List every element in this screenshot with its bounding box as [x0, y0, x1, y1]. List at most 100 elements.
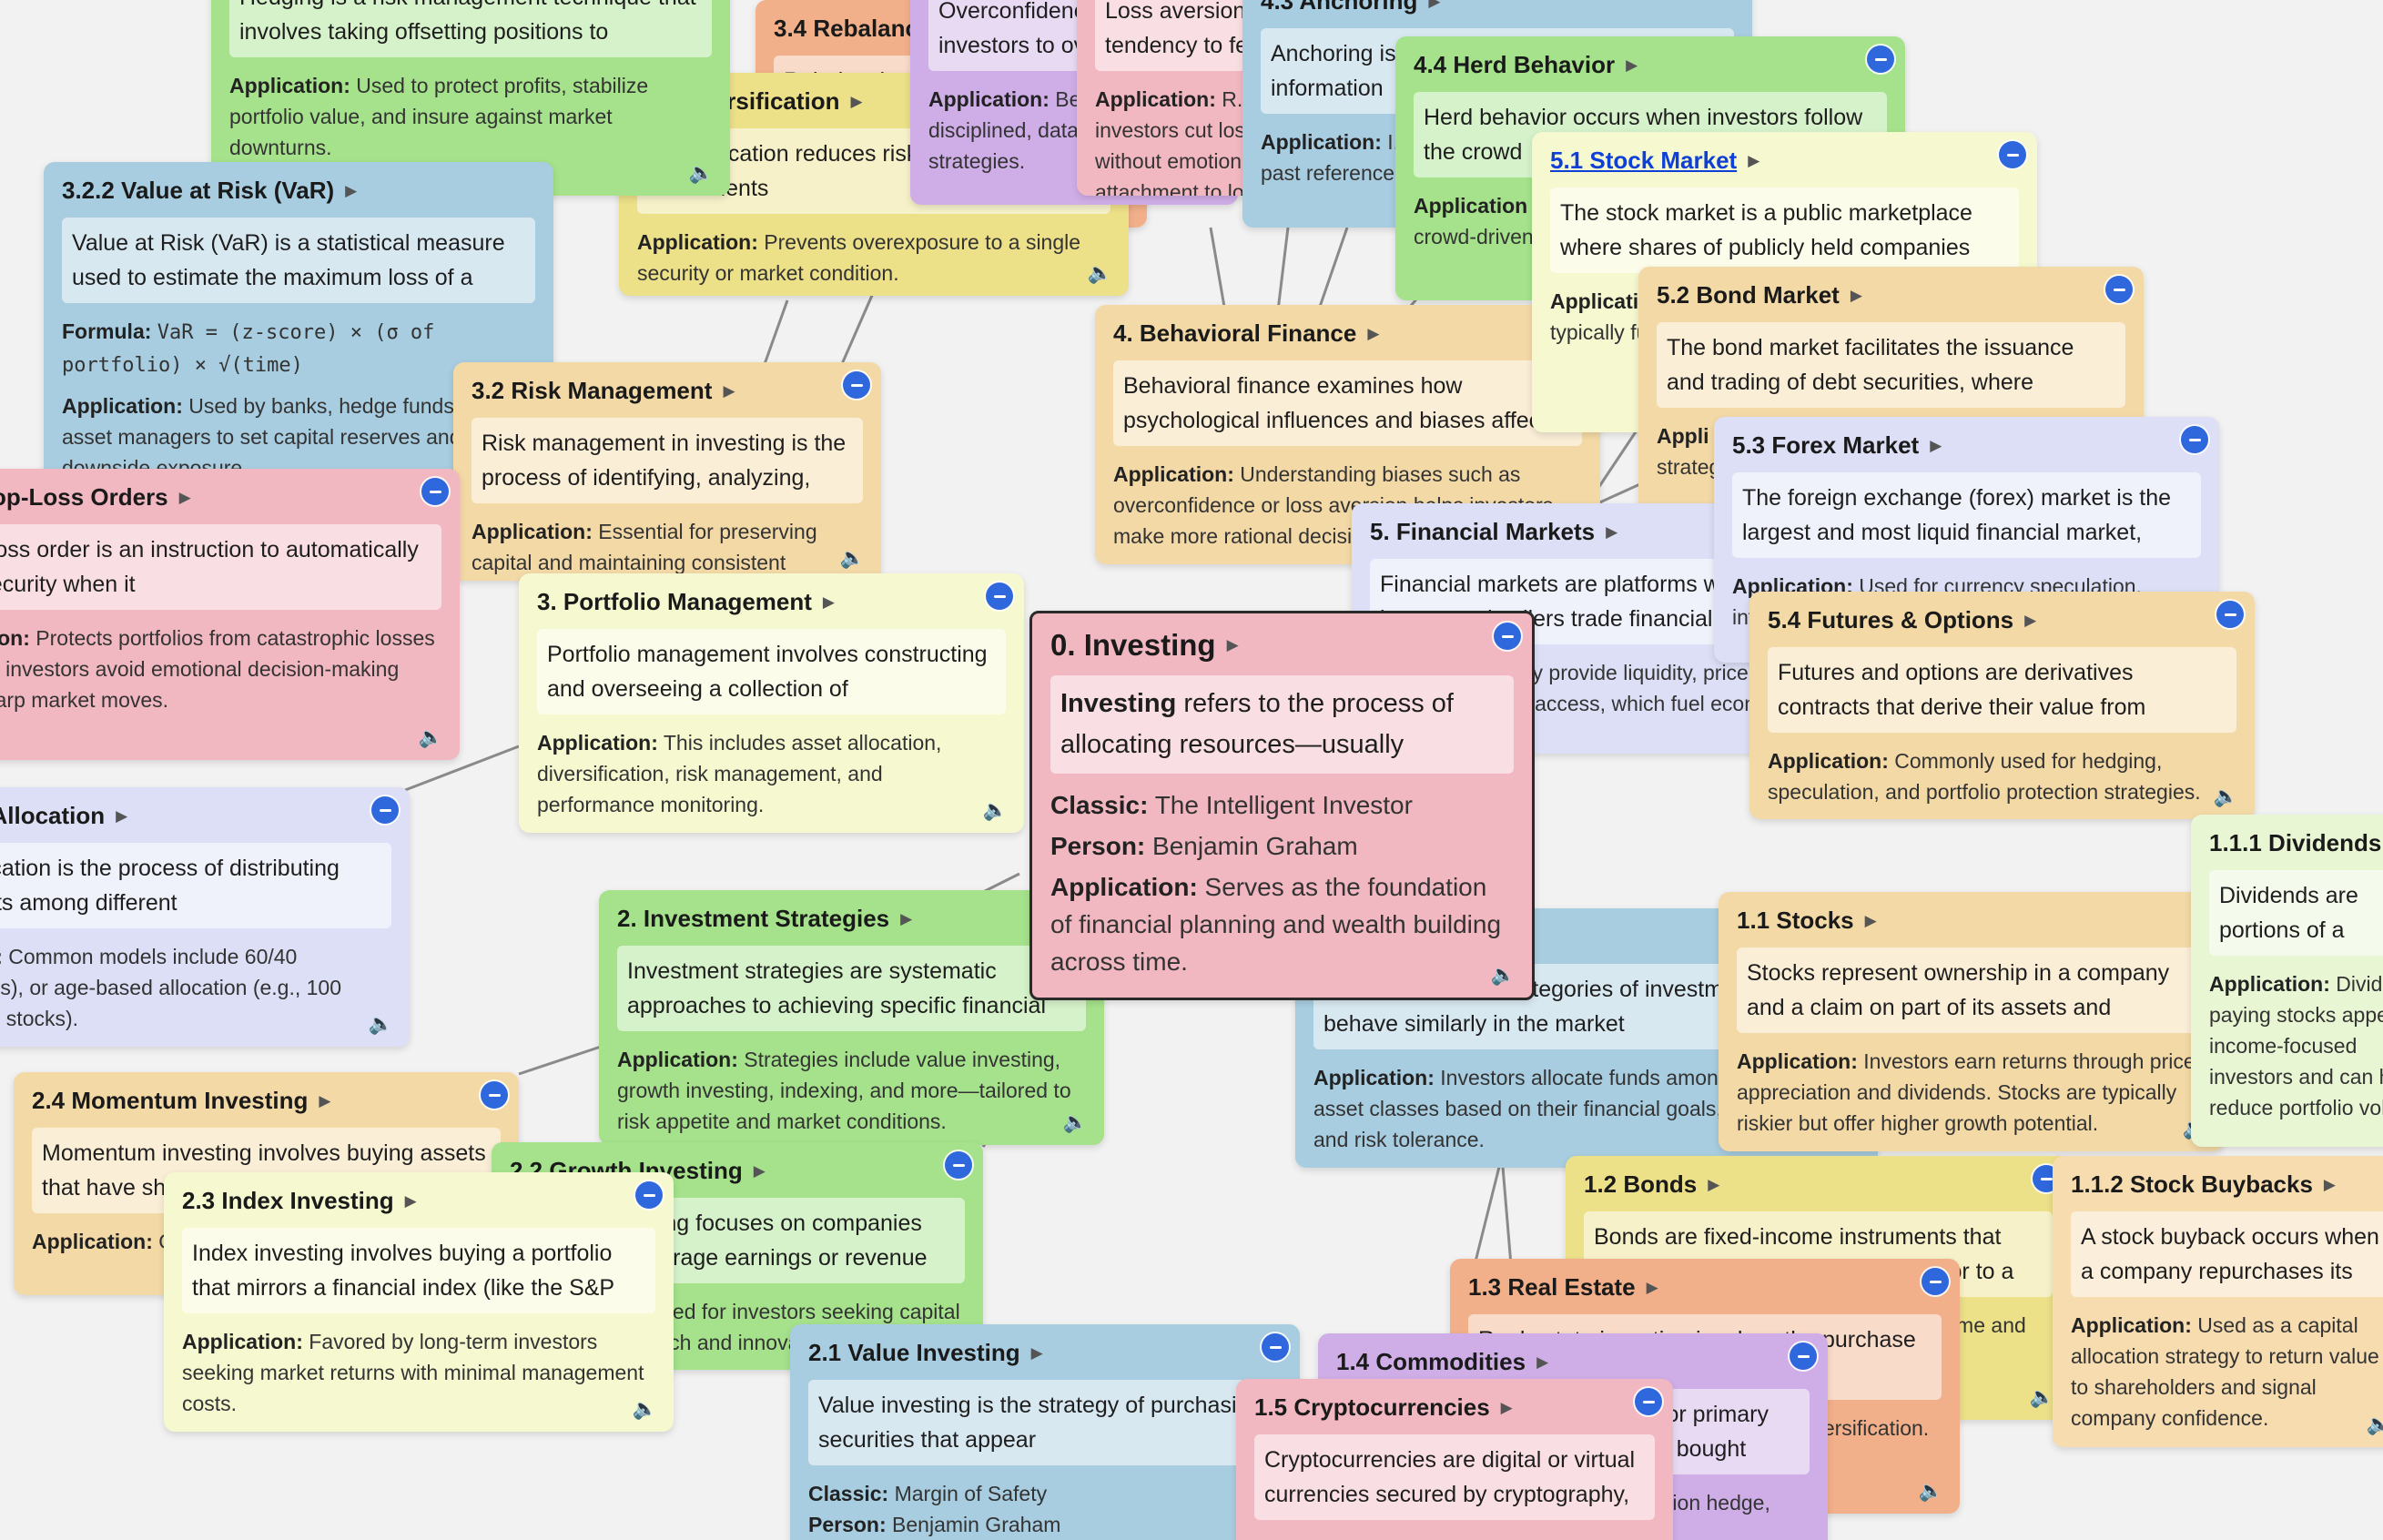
node-title: 2. Investment Strategies — [617, 905, 890, 932]
node-title: 1.2 Bonds — [1584, 1170, 1698, 1198]
collapse-button-icon[interactable] — [945, 1151, 972, 1179]
speaker-icon[interactable]: 🔈 — [368, 1012, 393, 1035]
node-card-asset-allocation[interactable]: 3.1 Asset Allocation▶Asset allocation is… — [0, 787, 410, 1047]
node-description-text: A stop-loss order is an instruction to a… — [0, 537, 419, 597]
collapse-button-icon[interactable] — [2105, 276, 2133, 303]
node-description-text: The stock market is a public marketplace… — [1560, 200, 1972, 260]
node-description: A stock buyback occurs when a company re… — [2071, 1211, 2383, 1297]
node-description-text: Index investing involves buying a portfo… — [192, 1241, 615, 1301]
node-card-behavioral-finance[interactable]: 4. Behavioral Finance▶Behavioral finance… — [1095, 305, 1600, 564]
expand-arrow-icon[interactable]: ▶ — [1864, 911, 1877, 929]
speaker-icon[interactable]: 🔈 — [1918, 1479, 1943, 1502]
speaker-icon[interactable]: 🔈 — [1062, 1110, 1088, 1133]
expand-arrow-icon[interactable]: ▶ — [1930, 436, 1942, 454]
node-card-stop-loss[interactable]: 3.2.1 Stop-Loss Orders▶ A stop-loss order… — [0, 469, 460, 760]
collapse-button-icon[interactable] — [1494, 623, 1521, 650]
collapse-button-icon[interactable] — [421, 478, 449, 505]
node-title-row: 3. Portfolio Management▶ — [537, 588, 1006, 616]
speaker-icon[interactable]: 🔈 — [632, 1397, 657, 1420]
speaker-icon[interactable]: 🔈 — [982, 798, 1008, 821]
node-info-line: Application: Used as a capital allocatio… — [2071, 1310, 2383, 1434]
speaker-icon[interactable]: 🔈 — [2366, 1413, 2383, 1435]
speaker-icon[interactable]: 🔈 — [1490, 963, 1516, 986]
node-card-investment-strategies[interactable]: 2. Investment Strategies▶Investment stra… — [599, 890, 1104, 1145]
node-card-value-investing[interactable]: 2.1 Value Investing▶Value investing is t… — [790, 1324, 1300, 1540]
collapse-button-icon[interactable] — [986, 583, 1013, 610]
node-card-investing[interactable]: 0. Investing▶Investing refers to the pro… — [1029, 611, 1535, 1000]
collapse-button-icon[interactable] — [843, 371, 870, 399]
speaker-icon[interactable]: 🔈 — [2029, 1385, 2054, 1408]
speaker-icon[interactable]: 🔈 — [418, 725, 443, 748]
expand-arrow-icon[interactable]: ▶ — [1606, 522, 1618, 541]
expand-arrow-icon[interactable]: ▶ — [1646, 1278, 1658, 1296]
node-info-text: Essential for preserving capital and mai… — [472, 520, 817, 574]
speaker-icon[interactable]: 🔈 — [1087, 261, 1112, 284]
collapse-button-icon[interactable] — [371, 796, 399, 824]
collapse-button-icon[interactable] — [635, 1181, 663, 1209]
expand-arrow-icon[interactable]: ▶ — [345, 181, 358, 199]
node-description: Value investing is the strategy of purch… — [808, 1380, 1282, 1465]
node-info-label: Application: — [1095, 87, 1216, 111]
speaker-icon[interactable]: 🔈 — [839, 546, 865, 569]
expand-arrow-icon[interactable]: ▶ — [1748, 151, 1760, 169]
expand-arrow-icon[interactable]: ▶ — [116, 806, 128, 825]
expand-arrow-icon[interactable]: ▶ — [723, 381, 735, 400]
collapse-button-icon[interactable] — [2216, 601, 2244, 628]
node-title-row: 4.4 Herd Behavior▶ — [1414, 51, 1887, 79]
expand-arrow-icon[interactable]: ▶ — [2323, 1175, 2336, 1193]
collapse-button-icon[interactable] — [1867, 46, 1894, 73]
expand-arrow-icon[interactable]: ▶ — [1428, 0, 1441, 10]
node-info-line: Person: Benjamin Graham — [808, 1509, 1282, 1540]
expand-arrow-icon[interactable]: ▶ — [900, 909, 913, 927]
node-description: Cryptocurrencies are digital or virtual … — [1254, 1434, 1655, 1520]
expand-arrow-icon[interactable]: ▶ — [1708, 1175, 1720, 1193]
expand-arrow-icon[interactable]: ▶ — [1536, 1353, 1549, 1371]
node-description-text: Risk management in investing is the proc… — [482, 431, 847, 503]
node-card-risk-management[interactable]: 3.2 Risk Management▶Risk management in i… — [453, 362, 881, 581]
expand-arrow-icon[interactable]: ▶ — [1850, 286, 1862, 304]
expand-arrow-icon[interactable]: ▶ — [850, 92, 863, 110]
node-title-row: 2.4 Momentum Investing▶ — [32, 1087, 501, 1115]
collapse-button-icon[interactable] — [1790, 1342, 1817, 1370]
node-title[interactable]: 5.1 Stock Market — [1550, 147, 1738, 174]
node-info-line: Application: Essential for preserving ca… — [472, 516, 863, 581]
expand-arrow-icon[interactable]: ▶ — [753, 1161, 766, 1180]
collapse-button-icon[interactable] — [1262, 1333, 1289, 1361]
expand-arrow-icon[interactable]: ▶ — [1030, 1343, 1043, 1362]
node-info-label: Application: — [182, 1330, 303, 1353]
node-card-dividends[interactable]: 1.1.1 Dividends▶Dividends are portions o… — [2191, 815, 2383, 1147]
node-card-index-investing[interactable]: 2.3 Index Investing▶Index investing invo… — [164, 1172, 674, 1432]
node-card-futures-options[interactable]: 5.4 Futures & Options▶Futures and option… — [1749, 592, 2255, 819]
collapse-button-icon[interactable] — [481, 1081, 508, 1109]
node-card-cryptocurrencies[interactable]: 1.5 Cryptocurrencies▶Cryptocurrencies ar… — [1236, 1379, 1673, 1540]
collapse-button-icon[interactable] — [1922, 1268, 1949, 1295]
node-info-text: Used to protect profits, stabilize portf… — [229, 74, 649, 159]
node-description: Dividends are portions of a company's ea… — [2209, 870, 2383, 956]
node-info-line: Classic: The Intelligent Investor — [1050, 786, 1514, 824]
expand-arrow-icon[interactable]: ▶ — [404, 1191, 417, 1210]
expand-arrow-icon[interactable]: ▶ — [2024, 611, 2037, 629]
collapse-button-icon[interactable] — [2181, 426, 2208, 453]
expand-arrow-icon[interactable]: ▶ — [1626, 56, 1638, 74]
expand-arrow-icon[interactable]: ▶ — [1367, 324, 1380, 342]
node-info-text: Margin of Safety — [894, 1482, 1048, 1505]
expand-arrow-icon[interactable]: ▶ — [1500, 1398, 1513, 1416]
node-info-text: Used as a capital allocation strategy to… — [2071, 1313, 2379, 1430]
node-card-stocks[interactable]: 1.1 Stocks▶Stocks represent ownership in… — [1719, 892, 2224, 1151]
collapse-button-icon[interactable] — [1635, 1388, 1662, 1415]
expand-arrow-icon[interactable]: ▶ — [178, 488, 191, 506]
node-info-text: Used as speculative investment. — [1254, 1536, 1568, 1540]
collapse-button-icon[interactable] — [1999, 141, 2026, 168]
node-title-row: 3.2.1 Stop-Loss Orders▶ — [0, 483, 441, 512]
node-card-portfolio-management[interactable]: 3. Portfolio Management▶Portfolio manage… — [519, 573, 1024, 833]
speaker-icon[interactable]: 🔈 — [2213, 785, 2238, 807]
node-title-row: 5.4 Futures & Options▶ — [1768, 606, 2236, 634]
expand-arrow-icon[interactable]: ▶ — [319, 1091, 331, 1109]
node-description-text: Asset allocation is the process of distr… — [0, 856, 340, 916]
speaker-icon[interactable]: 🔈 — [688, 161, 714, 184]
node-info-label: Classic: — [1050, 791, 1149, 819]
node-card-stock-buybacks[interactable]: 1.1.2 Stock Buybacks▶A stock buyback occ… — [2053, 1156, 2383, 1447]
expand-arrow-icon[interactable]: ▶ — [1226, 636, 1239, 653]
expand-arrow-icon[interactable]: ▶ — [822, 593, 835, 611]
